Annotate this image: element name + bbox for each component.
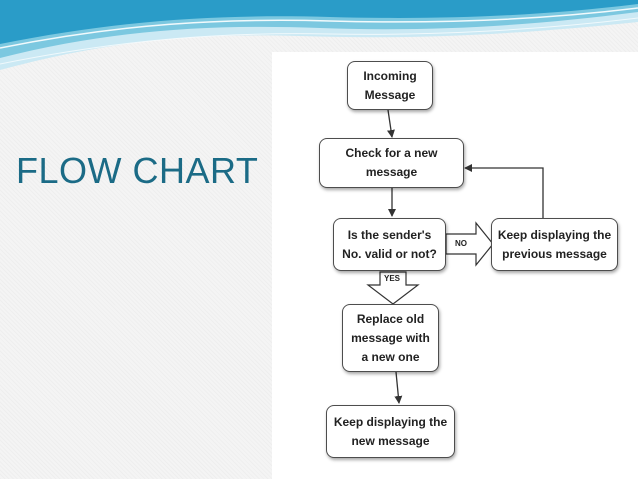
slide-title: FLOW CHART xyxy=(16,150,259,191)
yes-label: YES xyxy=(384,274,401,283)
node-keep-new-message: Keep displaying the new message xyxy=(326,405,455,458)
arrow-incoming-to-check xyxy=(387,109,395,138)
yes-block-arrow xyxy=(366,271,420,305)
node-check-new-message: Check for a new message xyxy=(319,138,464,188)
no-label: NO xyxy=(455,239,467,248)
node-replace-old-message: Replace old message with a new one xyxy=(342,304,439,372)
node-sender-valid-decision: Is the sender's No. valid or not? xyxy=(333,218,446,271)
arrow-loop-back-to-check xyxy=(464,164,544,218)
node-incoming-message: Incoming Message xyxy=(347,61,433,110)
header-wave-decoration xyxy=(0,0,638,70)
node-keep-previous-message: Keep displaying the previous message xyxy=(491,218,618,271)
no-block-arrow xyxy=(445,221,494,267)
arrow-replace-to-keep-new xyxy=(394,371,403,404)
